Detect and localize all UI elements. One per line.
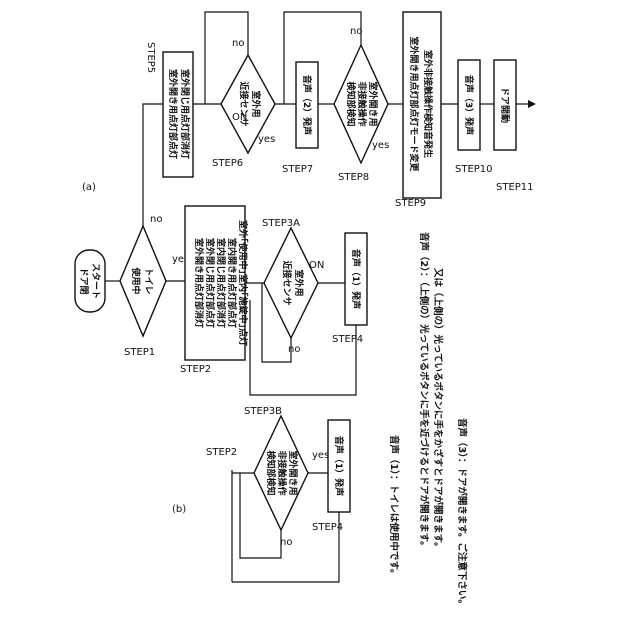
step9-label: STEP9 [395,198,426,209]
step8-yes: yes [372,140,389,151]
start-label-1: スタート [90,263,102,299]
step3b-yes: yes [312,450,329,461]
step8-label: STEP8 [338,172,369,183]
step3b-line-1: 室外開き用 [287,450,299,495]
step5-label: STEP5 [145,42,156,73]
step2-line-3: 室内閉じ用点灯部消灯 [215,238,227,328]
step2-box: 室外開き用点灯部消灯 室外閉じ用点灯部点灯 室内閉じ用点灯部消灯 室内開き用点灯… [185,206,249,360]
step11-text: ドア開動 [499,87,511,123]
step6-label: STEP6 [212,158,243,169]
note-2b: 又は（上側の）光っているボタンに手をかざすとドアが開きます。 [432,267,444,552]
step3a-decision: 室外用 近接センサ [264,228,318,338]
step7-label: STEP7 [282,164,313,175]
step6-no: no [232,38,244,49]
step10-text: 音声（3）発声 [463,75,475,135]
step3b-line-2: 非接触操作 [276,450,288,495]
step2-line-1: 室外開き用点灯部消灯 [193,238,205,328]
start-label-2: ドア閉 [78,267,89,294]
step11-label: STEP11 [496,182,534,193]
notes: 音声（1）：トイレは使用中です。 音声（2）：（上側の）光っているボタンに手を近… [388,232,468,609]
step9-line-1: 室外開き用点灯部点灯モード変更 [408,36,420,172]
step4-box: 音声（1）発声 [345,233,367,325]
step11-box: ドア開動 [494,60,516,150]
step4-label: STEP4 [332,334,363,345]
end-arrow-icon [528,100,536,108]
step9-line-2: 室外非接触操作検知音発生 [422,50,434,158]
step1-line-2: 使用中 [130,266,142,294]
step5-line-1: 室外開き用点灯部点灯 [167,69,179,159]
figure-label-b: (b) [172,504,186,515]
step8-line-2: 非接触操作 [356,81,368,126]
step1-label: STEP1 [124,347,155,358]
step3a-label: STEP3A [262,218,300,229]
step9-box: 室外開き用点灯部点灯モード変更 室外非接触操作検知音発生 [403,12,441,198]
step3a-line-2: 近接センサ [281,260,293,305]
step2-line-4: 室内開き用点灯部点灯 [226,238,238,328]
step4-text: 音声（1）発声 [350,249,362,309]
note-1: 音声（1）：トイレは使用中です。 [388,435,400,578]
figure-label-a: (a) [82,182,96,193]
step10-label: STEP10 [455,164,493,175]
start-terminal: スタート ドア閉 [75,250,105,312]
flowb-step2-label: STEP2 [206,447,237,458]
step6-line-1: 室外用 [250,90,262,117]
step1-no: no [150,214,162,225]
step3b-no: no [280,537,292,548]
step6-on: ON [232,112,247,123]
step3b-label: STEP3B [244,406,282,417]
step3a-on: ON [309,260,324,271]
step1-line-1: トイレ [143,267,154,294]
step2-label: STEP2 [180,364,211,375]
edge-step1-step5 [143,104,163,226]
step6-yes: yes [258,134,275,145]
step2-line-2: 室外閉じ用点灯部点灯 [204,238,216,328]
step7-box: 音声（2）発声 [296,62,318,148]
step3b-line-3: 検知部検知 [265,450,277,495]
flowb-step4-box: 音声（1）発声 [328,420,350,512]
note-3: 音声（3）：ドアが開きます。ご注意下さい。 [456,418,468,609]
step3a-line-1: 室外用 [293,269,305,296]
step8-line-3: 検知部検知 [345,81,357,126]
step3a-no: no [288,344,300,355]
flowb-step4-text: 音声（1）発声 [333,436,345,496]
step1-decision: トイレ 使用中 [120,226,166,336]
step8-line-1: 室外開き用 [367,81,379,126]
step7-text: 音声（2）発声 [301,75,313,135]
note-2a: 音声（2）：（上側の）光っているボタンに手を近づけるとドアが開きます。 [418,232,430,551]
step3b-decision: 室外開き用 非接触操作 検知部検知 [254,416,308,530]
step5-box: 室外開き用点灯部点灯 室外閉じ用点灯部消灯 [163,52,193,177]
step5-line-2: 室外閉じ用点灯部消灯 [179,69,191,159]
step10-box: 音声（3）発声 [458,60,480,150]
